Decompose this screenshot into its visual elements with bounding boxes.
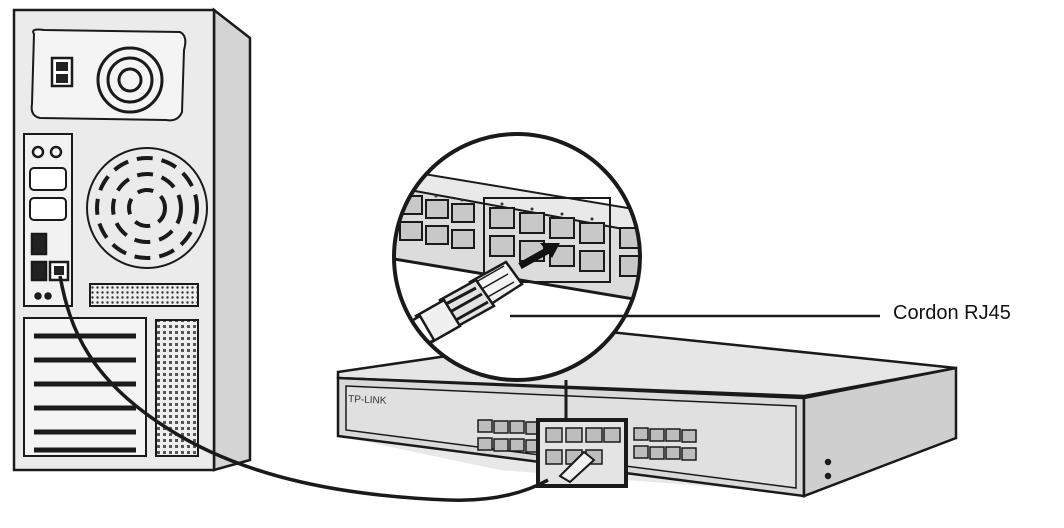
fan-grille (86, 147, 208, 269)
brand-mark: TP-LINK (348, 394, 387, 407)
switch-ports-right (633, 427, 697, 461)
insert-arrow-icon (518, 243, 560, 270)
computer-tower (12, 7, 252, 472)
callout-label: Cordon RJ45 (893, 302, 1011, 324)
network-switch: TP-LINK (336, 330, 958, 498)
expansion-slots (34, 333, 136, 453)
zoom-magnifier (392, 132, 642, 382)
ethernet-cable (58, 275, 549, 502)
power-socket-icon (96, 46, 164, 114)
switch-ports-left (477, 419, 541, 453)
pc-ethernet-port (30, 260, 48, 282)
